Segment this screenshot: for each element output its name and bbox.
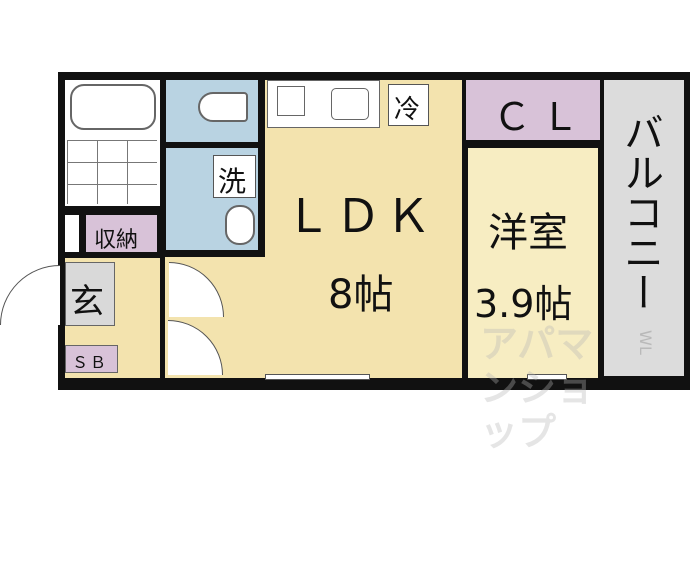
watermark-mark: WL xyxy=(636,330,655,355)
ldk-size: 8帖 xyxy=(328,272,394,318)
western-room-size: 3.9帖 xyxy=(474,282,573,326)
closet xyxy=(466,80,600,140)
balcony xyxy=(604,80,684,376)
toilet-icon xyxy=(198,92,248,122)
balcony-label: バルコニー xyxy=(617,112,663,312)
ldk-label: ＬＤＫ xyxy=(285,189,435,243)
closet-label: ＣＬ xyxy=(493,95,590,139)
fridge-label: 冷 xyxy=(394,95,421,125)
storage-label: 収納 xyxy=(94,228,139,253)
bath-tiles xyxy=(67,140,157,204)
entrance-label: 玄 xyxy=(70,282,104,322)
sink-icon xyxy=(225,205,255,245)
shoe-box xyxy=(65,345,118,373)
window xyxy=(265,374,370,380)
watermark: アパマンショップ xyxy=(480,322,595,454)
fridge-space xyxy=(388,84,429,126)
entrance xyxy=(65,262,115,326)
washer-space xyxy=(213,155,256,198)
ldk-room xyxy=(265,80,462,378)
sink-basin-icon xyxy=(331,88,369,120)
shoe-box-label: ＳＢ xyxy=(72,353,109,372)
meter-box xyxy=(65,215,79,252)
window xyxy=(527,374,567,380)
western-room-label: 洋室 xyxy=(488,210,568,256)
bathtub-icon xyxy=(70,84,156,130)
washroom-label: 洗 xyxy=(218,165,247,198)
western-room xyxy=(468,148,598,378)
storage xyxy=(86,215,157,252)
stove-icon xyxy=(277,86,305,116)
